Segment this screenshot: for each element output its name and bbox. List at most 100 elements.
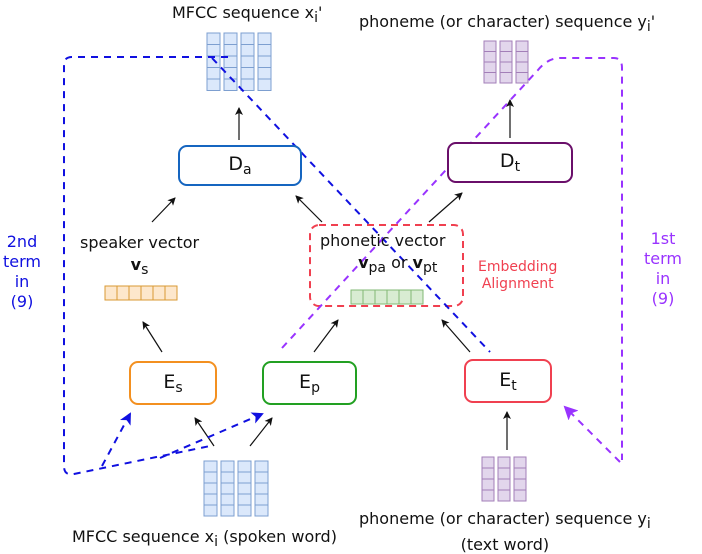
- arrow-speaker-to-da: [151, 197, 176, 223]
- encoder-et-label: Et: [499, 368, 517, 394]
- phonetic-vector-cells: [350, 289, 424, 305]
- arrow-es-to-speaker: [142, 321, 163, 353]
- mfcc-cell: [257, 67, 272, 80]
- mfcc-cell: [240, 32, 255, 45]
- phoneme-output-label: phoneme (or character) sequence yi': [359, 12, 656, 36]
- phoneme-input-label: phoneme (or character) sequence yi (text…: [359, 509, 651, 554]
- phoneme-cell: [497, 456, 511, 469]
- mfcc-cell: [206, 32, 221, 45]
- mfcc-cell: [240, 55, 255, 68]
- phoneme-input-grid: [481, 456, 527, 502]
- mfcc-cell: [237, 471, 252, 484]
- second-term-arrow-to-es: [101, 412, 131, 467]
- phoneme-cell: [499, 61, 513, 73]
- phoneme-output-grid: [483, 40, 529, 84]
- phoneme-cell: [497, 467, 511, 480]
- mfcc-cell: [220, 504, 235, 517]
- encoder-et-block: Et: [464, 359, 552, 403]
- mfcc-cell: [223, 44, 238, 57]
- mfcc-cell: [223, 78, 238, 91]
- mfcc-cell: [237, 493, 252, 506]
- mfcc-cell: [257, 44, 272, 57]
- arrow-mfcc-to-ep: [249, 417, 273, 447]
- arrow-phonetic-to-da: [295, 195, 323, 223]
- phonetic-vector-cell: [410, 289, 424, 305]
- mfcc-cell: [203, 460, 218, 473]
- phoneme-cell: [513, 489, 527, 502]
- phoneme-cell: [481, 467, 495, 480]
- mfcc-cell: [220, 493, 235, 506]
- second-term-diagonal: [211, 57, 491, 353]
- phoneme-cell: [483, 40, 497, 52]
- mfcc-cell: [203, 471, 218, 484]
- encoder-ep-block: Ep: [262, 361, 357, 405]
- mfcc-cell: [254, 460, 269, 473]
- phoneme-cell: [515, 51, 529, 63]
- mfcc-cell: [220, 460, 235, 473]
- phoneme-cell: [515, 61, 529, 73]
- phonetic-vector-cell: [362, 289, 376, 305]
- speaker-vector-cell: [152, 285, 166, 301]
- phonetic-vector-cell: [350, 289, 364, 305]
- mfcc-cell: [203, 504, 218, 517]
- mfcc-cell: [254, 471, 269, 484]
- decoder-dt-block: Dt: [447, 142, 573, 183]
- encoder-ep-label: Ep: [299, 370, 320, 396]
- phoneme-cell: [513, 478, 527, 491]
- encoder-es-label: Es: [163, 370, 183, 396]
- mfcc-input-label: MFCC sequence xi (spoken word): [72, 527, 337, 551]
- phoneme-cell: [499, 51, 513, 63]
- mfcc-cell: [240, 44, 255, 57]
- phoneme-cell: [499, 72, 513, 84]
- speaker-vector-cells: [104, 285, 178, 301]
- arrow-ep-to-phonetic: [313, 319, 339, 353]
- speaker-vector-cell: [104, 285, 118, 301]
- speaker-vector-cell: [116, 285, 130, 301]
- speaker-vector-cell: [140, 285, 154, 301]
- second-term-label: 2nd term in (9): [3, 232, 41, 311]
- mfcc-cell: [223, 32, 238, 45]
- mfcc-cell: [203, 482, 218, 495]
- mfcc-cell: [206, 78, 221, 91]
- phoneme-cell: [515, 40, 529, 52]
- mfcc-cell: [237, 504, 252, 517]
- phoneme-cell: [481, 489, 495, 502]
- embedding-alignment-box: [309, 224, 464, 307]
- mfcc-output-grid: [206, 32, 272, 91]
- encoder-es-block: Es: [129, 361, 217, 405]
- mfcc-cell: [254, 493, 269, 506]
- second-term-dashed-path: [63, 56, 228, 476]
- mfcc-cell: [257, 55, 272, 68]
- decoder-da-label: Da: [228, 153, 252, 178]
- phonetic-vector-cell: [374, 289, 388, 305]
- speaker-vector-cell: [164, 285, 178, 301]
- mfcc-input-grid: [203, 460, 269, 517]
- mfcc-cell: [240, 67, 255, 80]
- mfcc-cell: [254, 504, 269, 517]
- first-term-label: 1st term in (9): [644, 229, 682, 308]
- phoneme-cell: [481, 456, 495, 469]
- mfcc-cell: [257, 32, 272, 45]
- mfcc-cell: [206, 44, 221, 57]
- mfcc-cell: [206, 67, 221, 80]
- phoneme-cell: [513, 467, 527, 480]
- phoneme-cell: [497, 489, 511, 502]
- speaker-vector-label: speaker vector vs: [80, 233, 200, 279]
- phonetic-vector-cell: [386, 289, 400, 305]
- decoder-dt-label: Dt: [499, 150, 521, 175]
- embedding-alignment-label: Embedding Alignment: [478, 259, 558, 292]
- mfcc-cell: [220, 471, 235, 484]
- mfcc-cell: [237, 482, 252, 495]
- mfcc-output-label: MFCC sequence xi': [172, 3, 323, 27]
- first-term-dashed-path: [281, 57, 623, 460]
- first-term-arrow-to-et: [563, 405, 621, 463]
- phoneme-cell: [513, 456, 527, 469]
- phoneme-cell: [481, 478, 495, 491]
- arrow-et-to-phonetic: [441, 319, 471, 353]
- phoneme-cell: [515, 72, 529, 84]
- mfcc-cell: [254, 482, 269, 495]
- arrow-mfcc-to-es: [194, 417, 215, 447]
- phoneme-cell: [483, 72, 497, 84]
- phoneme-cell: [483, 51, 497, 63]
